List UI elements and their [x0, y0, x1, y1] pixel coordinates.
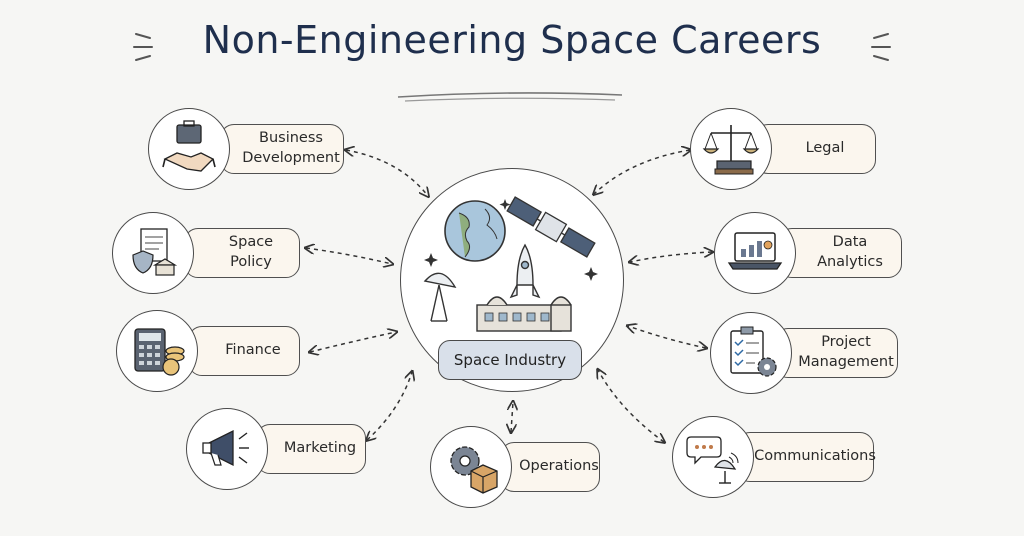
megaphone-icon	[186, 408, 268, 490]
link-business-development	[346, 150, 428, 196]
career-label-communications: Communications	[736, 432, 876, 482]
briefcase-handshake-icon	[148, 108, 230, 190]
link-marketing	[367, 372, 412, 440]
career-business-development: Business Development	[148, 108, 348, 190]
career-finance: Finance	[116, 310, 304, 392]
link-communications	[598, 370, 664, 442]
globe-satellite-rocket-icon	[423, 196, 598, 332]
scales-of-justice-icon	[690, 108, 772, 190]
page-title: Non-Engineering Space Careers	[202, 18, 822, 62]
career-label-marketing: Marketing	[256, 424, 366, 474]
link-finance	[310, 332, 396, 352]
hub-label: Space Industry	[438, 340, 582, 380]
speech-bubble-dish-icon	[672, 416, 754, 498]
document-shield-building-icon	[112, 212, 194, 294]
career-label-data-analytics: Data Analytics	[778, 228, 902, 278]
career-legal: Legal	[690, 108, 880, 190]
gear-box-icon	[430, 426, 512, 508]
link-data-analytics	[630, 252, 712, 262]
link-project-management	[628, 326, 706, 348]
career-space-policy: Space Policy	[112, 212, 304, 294]
career-label-project-management: Project Management	[774, 328, 898, 378]
career-label-space-policy: Space Policy	[184, 228, 300, 278]
career-data-analytics: Data Analytics	[714, 212, 906, 294]
career-operations: Operations	[430, 426, 604, 508]
career-marketing: Marketing	[186, 408, 370, 490]
career-communications: Communications	[672, 416, 878, 498]
link-space-policy	[306, 248, 392, 264]
career-label-finance: Finance	[188, 326, 300, 376]
laptop-chart-icon	[714, 212, 796, 294]
link-operations	[511, 402, 513, 432]
career-label-legal: Legal	[754, 124, 876, 174]
clipboard-checklist-gear-icon	[710, 312, 792, 394]
career-label-business-development: Business Development	[220, 124, 344, 174]
career-label-operations: Operations	[500, 442, 600, 492]
calculator-coins-icon	[116, 310, 198, 392]
career-project-management: Project Management	[710, 312, 902, 394]
link-legal	[594, 150, 690, 194]
